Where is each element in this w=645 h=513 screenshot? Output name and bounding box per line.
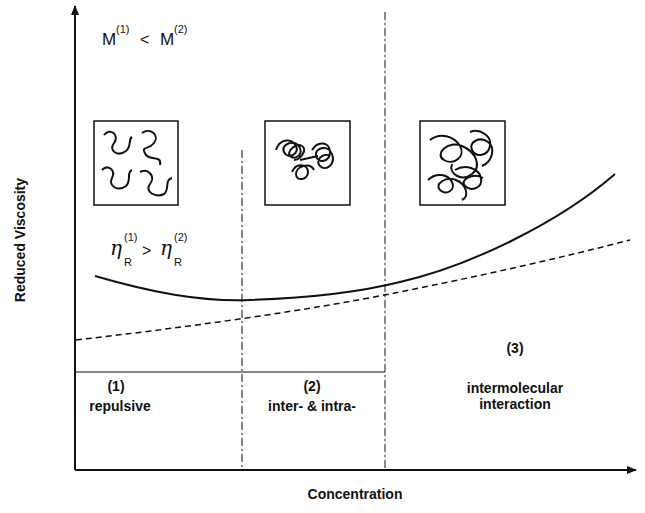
region-label: intermolecular interaction	[440, 380, 590, 412]
symbol: M	[160, 30, 174, 50]
relation: >	[142, 242, 151, 260]
axis-title: Reduced Viscosity	[12, 178, 28, 302]
symbol: M	[102, 30, 116, 50]
chain-sketch	[94, 121, 178, 205]
relation: <	[140, 31, 149, 49]
x-axis	[75, 469, 636, 471]
solid-curve	[95, 174, 615, 300]
symbol: η	[160, 237, 172, 260]
region-number: (2)	[303, 378, 320, 394]
y-axis	[74, 6, 76, 470]
symbol: η	[110, 237, 122, 260]
superscript: (1)	[124, 231, 137, 244]
subscript: R	[174, 256, 182, 269]
superscript: (2)	[174, 231, 187, 244]
region-divider	[385, 12, 386, 470]
chain-sketch	[265, 121, 350, 205]
superscript: (1)	[116, 23, 129, 36]
axis-title: Concentration	[308, 486, 403, 502]
subscript: R	[124, 256, 132, 269]
region-label: repulsive	[89, 398, 150, 414]
region-number: (3)	[506, 340, 523, 356]
region-label: inter- & intra-	[268, 398, 356, 414]
region-number: (1)	[107, 378, 124, 394]
superscript: (2)	[174, 23, 187, 36]
chain-sketch	[420, 121, 505, 205]
region-baseline	[75, 372, 385, 373]
region-divider	[242, 150, 243, 470]
dashed-curve	[76, 240, 630, 340]
